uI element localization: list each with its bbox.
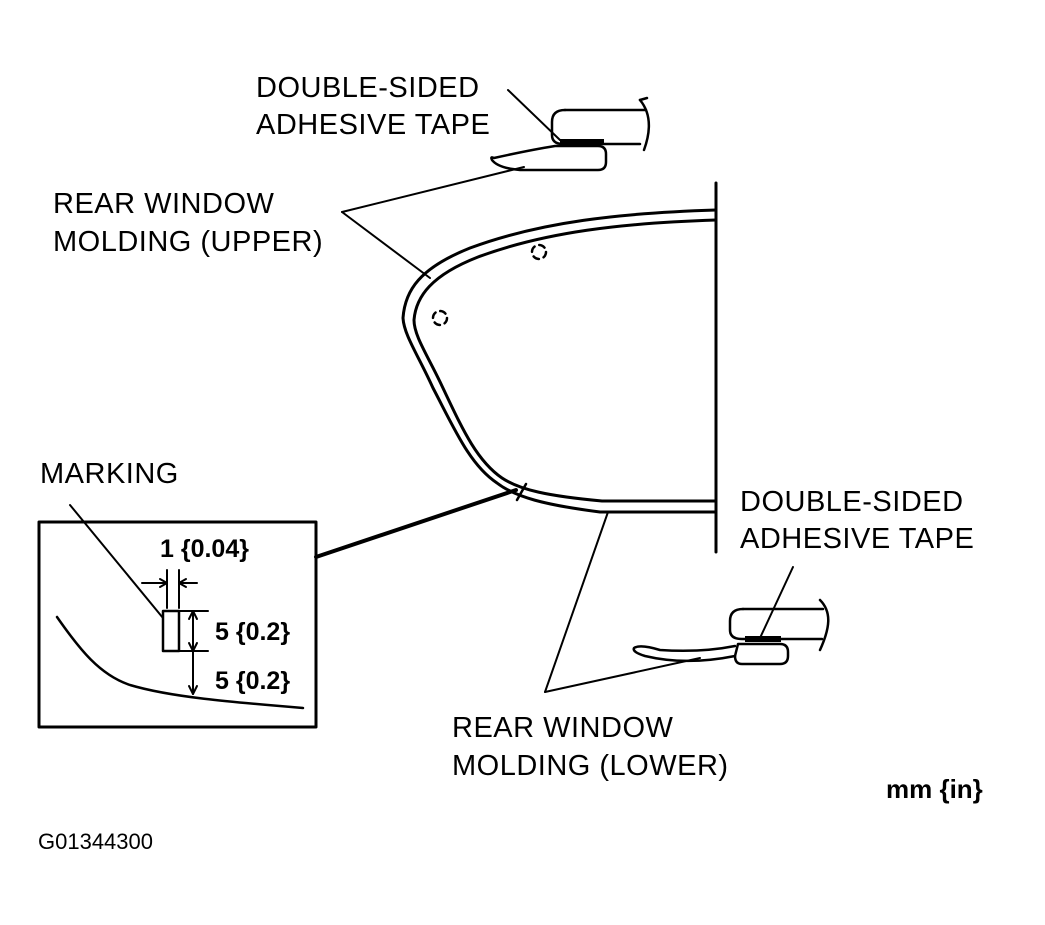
tape-upper-label-line1: DOUBLE-SIDED <box>256 72 480 104</box>
lower-molding-cross-section <box>632 598 830 666</box>
marking-leader <box>69 504 164 619</box>
height-dimension <box>178 610 209 652</box>
molding-upper-leader-b <box>341 211 431 279</box>
upper-molding-cross-section <box>490 96 651 172</box>
molding-junction-mark <box>515 482 528 502</box>
offset-dimension-label: 5 {0.2} <box>215 667 291 695</box>
rear-window-molding-inner <box>412 218 718 503</box>
height-dimension-label: 5 {0.2} <box>215 618 291 646</box>
tape-upper-label-line2: ADHESIVE TAPE <box>256 109 491 141</box>
rear-window-molding-outline <box>401 208 718 514</box>
width-dimension <box>141 569 198 609</box>
molding-upper-label-line2: MOLDING (UPPER) <box>53 226 324 258</box>
inset-molding-curve <box>55 615 305 710</box>
tape-lower-label-line2: ADHESIVE TAPE <box>740 523 975 555</box>
molding-lower-label-line1: REAR WINDOW <box>452 712 674 744</box>
clip-marker <box>431 309 449 327</box>
molding-upper-leader-a <box>341 166 525 213</box>
molding-lower-label-line2: MOLDING (LOWER) <box>452 750 729 782</box>
figure-code: G01344300 <box>38 829 153 854</box>
marking-position-leader <box>314 488 518 559</box>
molding-lower-leader-a <box>544 511 609 693</box>
marking-label: MARKING <box>40 458 179 490</box>
units-label: mm {in} <box>886 774 983 804</box>
marking-rectangle <box>161 609 181 653</box>
tape-lower-label-line1: DOUBLE-SIDED <box>740 486 964 518</box>
molding-lower-leader-b <box>544 657 701 693</box>
width-dimension-label: 1 {0.04} <box>160 535 249 563</box>
offset-dimension <box>188 650 198 695</box>
tape-upper-leader <box>507 89 561 141</box>
molding-upper-label-line1: REAR WINDOW <box>53 188 275 220</box>
tape-lower-leader <box>759 566 794 639</box>
clip-marker <box>530 243 548 261</box>
marking-detail-box <box>37 520 318 729</box>
